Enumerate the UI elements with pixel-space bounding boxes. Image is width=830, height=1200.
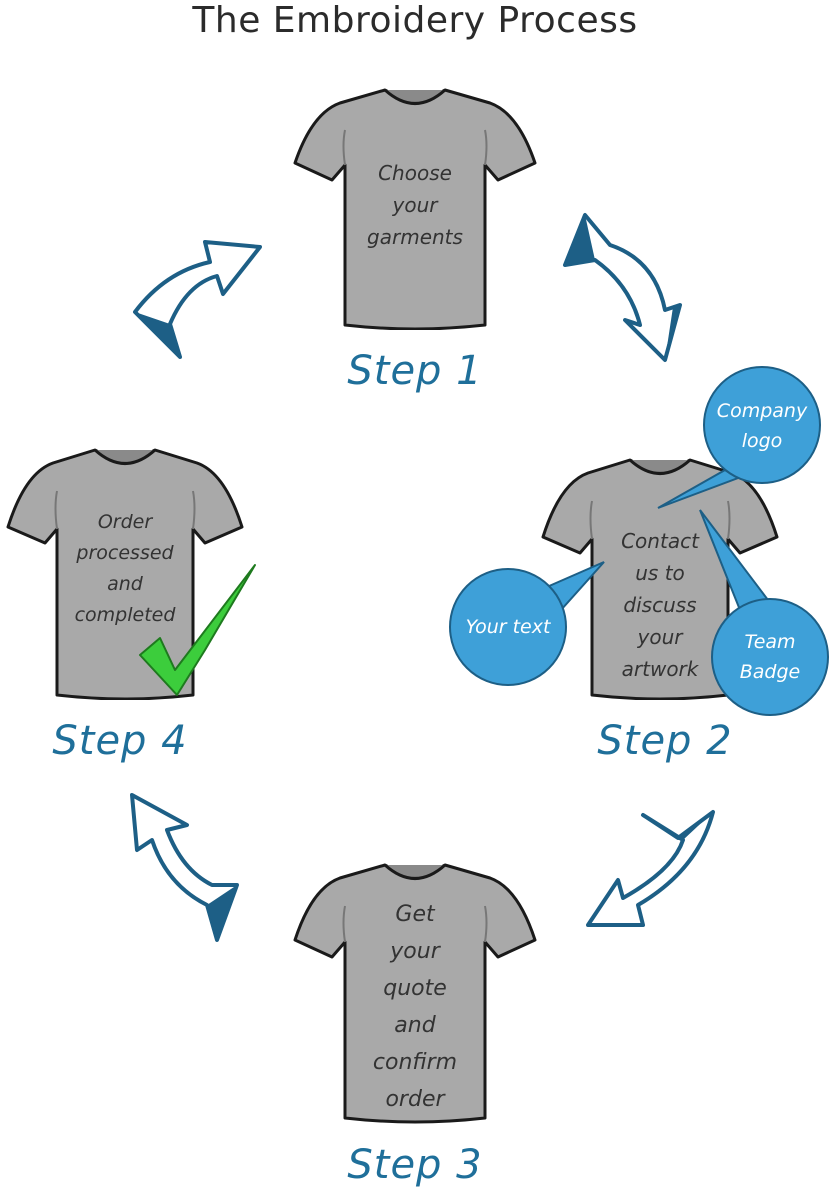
- page-title: The Embroidery Process: [192, 0, 638, 41]
- step-1-text: Choose your garments: [367, 161, 463, 249]
- step-2-text: Contact us to discuss your artwork: [621, 529, 699, 681]
- cycle-arrow-icon: [133, 240, 262, 359]
- bubble-company-logo: Company logo: [716, 400, 808, 452]
- bubble-team-badge: Team Badge: [739, 631, 801, 683]
- t-shirt-icon: [293, 88, 537, 330]
- step-3-label: Step 3: [347, 1142, 483, 1188]
- cycle-arrow-icon: [586, 810, 715, 927]
- step-3-shirt: Get your quote and confirm order: [290, 860, 540, 1125]
- speech-bubble-icon: [449, 561, 605, 686]
- checkmark-icon: [139, 564, 256, 696]
- step-1-label: Step 1: [347, 348, 483, 394]
- cycle-arrow-icon: [563, 213, 682, 362]
- step-4-label: Step 4: [52, 718, 188, 764]
- step-4-shirt: Order processed and completed: [5, 445, 245, 700]
- step-4-text: Order processed and completed: [74, 511, 176, 626]
- t-shirt-icon: [6, 448, 244, 700]
- bubble-your-text: Your text: [465, 616, 551, 638]
- step-2-label: Step 2: [597, 718, 733, 764]
- speech-bubble-icon: [699, 509, 829, 716]
- step-3-text: Get your quote and confirm order: [372, 902, 458, 1112]
- step-1-shirt: Choose your garments: [290, 85, 540, 330]
- t-shirt-icon: [293, 863, 537, 1124]
- speech-bubble-icon: [657, 366, 821, 509]
- cycle-arrow-icon: [130, 793, 239, 942]
